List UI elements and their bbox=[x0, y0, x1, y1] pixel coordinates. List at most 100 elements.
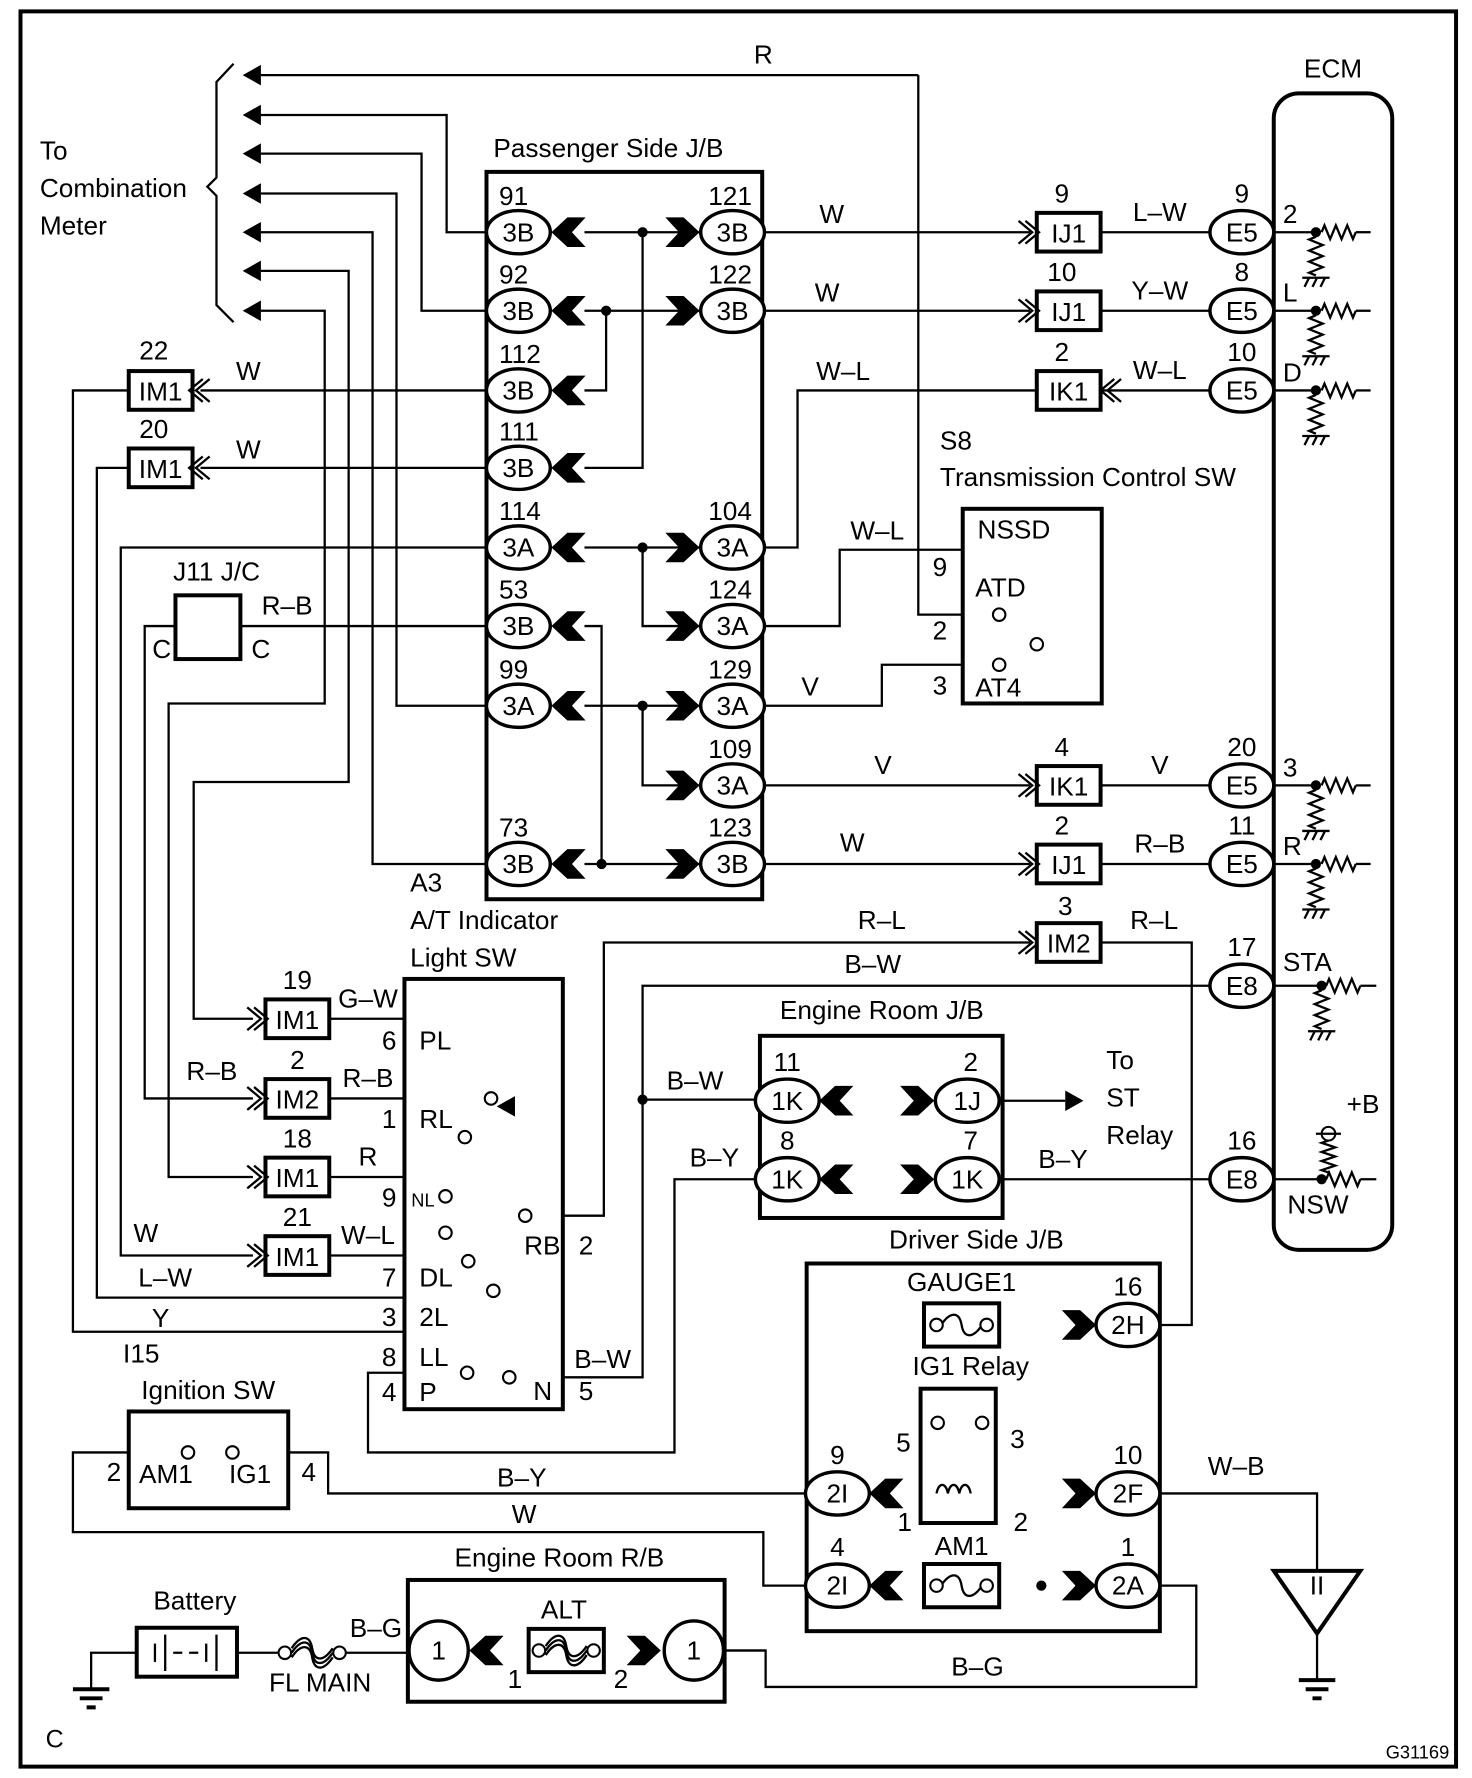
wire-label: Y bbox=[152, 1303, 169, 1333]
combination-meter-label: To bbox=[40, 135, 68, 165]
corner-letter: C bbox=[46, 1725, 64, 1753]
ecm-junction-dot bbox=[1310, 858, 1322, 870]
wire-w-l bbox=[762, 389, 1037, 549]
driver-jb-right-connector-label: 2H bbox=[1111, 1310, 1144, 1340]
wire-label: B–W bbox=[844, 949, 901, 979]
st-relay-arrow-icon bbox=[1065, 1090, 1084, 1111]
ignition-pin-4: 4 bbox=[301, 1457, 316, 1487]
a3-title: A/T Indicator bbox=[410, 905, 558, 935]
jb-left-pin: 99 bbox=[499, 654, 528, 684]
ecm-connector bbox=[1208, 208, 1276, 256]
a3-pin-label: P bbox=[419, 1377, 436, 1407]
rb-chevron-icon bbox=[626, 1635, 661, 1666]
a3-pin-number: 8 bbox=[382, 1342, 397, 1372]
ig1-relay-box bbox=[918, 1386, 998, 1526]
a3-im-pin: 19 bbox=[283, 965, 312, 995]
ecm-connector-label: E5 bbox=[1226, 217, 1258, 247]
ecm-connector bbox=[1208, 762, 1276, 809]
driver-jb-right-pin: 10 bbox=[1113, 1440, 1142, 1470]
jb-left-connector-label: 3B bbox=[502, 611, 534, 641]
engine-jb-pin: 8 bbox=[780, 1126, 795, 1156]
wire-label: L–W bbox=[138, 1262, 192, 1292]
st-relay-label: To bbox=[1106, 1045, 1134, 1075]
driver-jb-chevron-icon bbox=[1061, 1570, 1097, 1601]
jb-right-pin: 124 bbox=[708, 575, 752, 605]
driver-jb-left-pin: 4 bbox=[830, 1532, 845, 1562]
jb-right-chevron-icon bbox=[665, 217, 700, 248]
a3-switch-box bbox=[402, 976, 565, 1412]
jb-right-pin: 129 bbox=[708, 654, 752, 684]
jb-left-pin: 91 bbox=[499, 181, 528, 211]
a3-pin-number: 9 bbox=[382, 1183, 397, 1213]
s8-title: Transmission Control SW bbox=[940, 462, 1236, 492]
ecm-pulldown-resistor-icon bbox=[1306, 235, 1326, 277]
jb-junction-dot bbox=[637, 542, 648, 553]
jb-left-connector bbox=[484, 444, 552, 492]
jb-right-chevron-icon bbox=[665, 849, 700, 879]
wire-l-w bbox=[95, 466, 405, 1299]
jb-left-connector-label: 3A bbox=[502, 533, 535, 563]
a3-terminal-rl bbox=[457, 1129, 473, 1145]
ecm-resistor-icon bbox=[1320, 775, 1357, 796]
jb-right-connector-label: 3B bbox=[717, 296, 749, 326]
wire-label: B–Y bbox=[690, 1143, 740, 1173]
a3-im-connector-label: IM1 bbox=[276, 1242, 320, 1272]
ecm-connector-label: E5 bbox=[1226, 849, 1258, 879]
a3-pin-number: 3 bbox=[382, 1302, 397, 1332]
ecm-connector-label: E5 bbox=[1226, 296, 1258, 326]
ig1-relay-pin: 2 bbox=[1014, 1507, 1029, 1537]
ecm-pulldown-resistor-icon bbox=[1306, 867, 1326, 909]
wire-label: L–W bbox=[1133, 197, 1187, 227]
alt-fusible-link-icon bbox=[544, 1643, 588, 1667]
battery-box bbox=[134, 1625, 239, 1679]
ecm-chassis-ground-icon bbox=[1302, 829, 1330, 841]
wire-label-b-g: B–G bbox=[951, 1652, 1003, 1682]
s8-terminal bbox=[991, 657, 1007, 673]
meter-arrow-icon bbox=[242, 221, 261, 243]
ecm-resistor-icon bbox=[1325, 1169, 1362, 1190]
combination-meter-label: Meter bbox=[40, 210, 107, 240]
via-connector-label: IK1 bbox=[1049, 772, 1088, 802]
jb-right-connector-label: 3B bbox=[717, 849, 749, 879]
ecm-pulldown-resistor-icon bbox=[1306, 788, 1326, 830]
relay-terminal bbox=[930, 1415, 945, 1431]
engine-jb-connector-label: 1K bbox=[771, 1086, 804, 1116]
ecm-pulldown-resistor-icon bbox=[1306, 314, 1326, 356]
ecm-connector-label: E5 bbox=[1226, 376, 1258, 406]
wire-label: W–L bbox=[341, 1220, 395, 1250]
alt-fusible-link-icon-terminal bbox=[531, 1643, 547, 1658]
wire-label: V bbox=[874, 750, 892, 780]
s8-top-label: NSSD bbox=[978, 514, 1051, 544]
wire-w-b bbox=[1159, 1492, 1319, 1571]
jb-left-connector bbox=[484, 524, 552, 571]
jb-left-connector-label: 3B bbox=[502, 376, 534, 406]
driver-jb-title: Driver Side J/B bbox=[889, 1225, 1064, 1255]
fl-main-icon bbox=[290, 1645, 334, 1669]
a3-im-pin: 2 bbox=[290, 1045, 305, 1075]
jb-left-chevron-icon bbox=[551, 532, 586, 563]
rb-connector-right-label: 1 bbox=[687, 1636, 702, 1666]
wire-label: W bbox=[815, 278, 840, 308]
jb-right-connector-label: 3A bbox=[717, 771, 750, 801]
a3-pin-label: PL bbox=[419, 1026, 451, 1056]
jb-left-connector-label: 3B bbox=[502, 849, 534, 879]
wire-label: Y–W bbox=[1131, 275, 1188, 305]
wire-label: B–W bbox=[667, 1065, 724, 1095]
ecm-connector-pin: 11 bbox=[1228, 810, 1255, 840]
meter-arrow-icon bbox=[242, 183, 261, 204]
jb-right-chevron-icon bbox=[665, 770, 700, 801]
meter-arrow-icon bbox=[242, 64, 261, 86]
via-connector-label: IJ1 bbox=[1051, 218, 1086, 248]
ecm-chassis-ground-icon bbox=[1302, 908, 1330, 920]
wire-label: W bbox=[840, 827, 865, 857]
a3-im-connector bbox=[263, 1155, 332, 1199]
jb-right-pin: 121 bbox=[708, 181, 752, 211]
via-connector bbox=[1034, 764, 1103, 807]
j11-title: J11 J/C bbox=[173, 557, 260, 587]
alt-pin-left: 1 bbox=[508, 1664, 523, 1694]
rb-connector-left bbox=[407, 1619, 470, 1682]
relay-terminal bbox=[974, 1415, 990, 1431]
engine-jb-connector bbox=[933, 1077, 1001, 1125]
